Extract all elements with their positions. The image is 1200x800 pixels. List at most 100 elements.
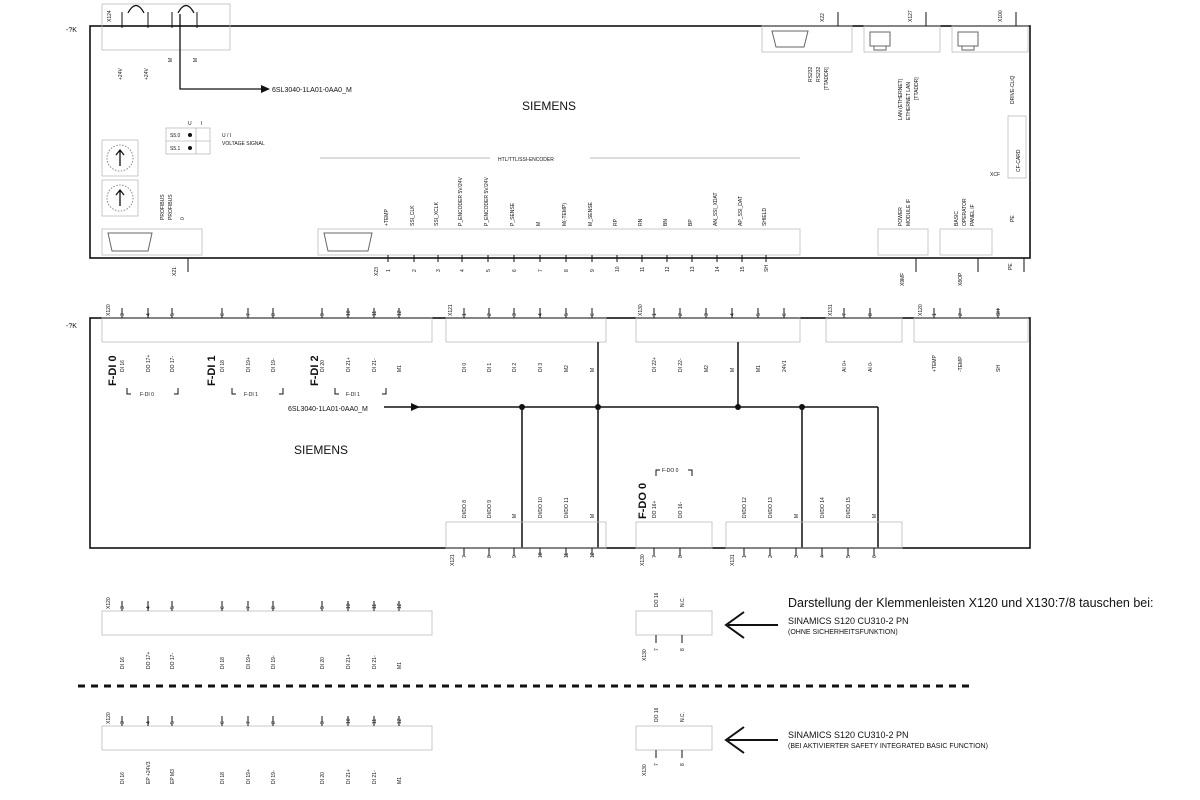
rotary-dial-icon	[106, 144, 134, 172]
terminal-pin-number: 12	[397, 718, 403, 724]
top-unit-part-number: 6SL3040-1LA01-0AA0_M	[272, 87, 352, 94]
terminal-pin-number: 4	[730, 313, 736, 316]
encoder-pin-label: AN_SSI_XDAT	[713, 192, 719, 226]
encoder-pin-number: 14	[715, 266, 721, 272]
terminal-signal-label: M	[590, 368, 596, 372]
terminal-pin-number: 3	[120, 721, 126, 724]
switch-s50-state	[188, 133, 192, 137]
terminal-signal-label: DI 18	[220, 360, 226, 372]
v2-x130-terminal-block	[635, 725, 713, 751]
x100-connector-label: X100	[998, 10, 1004, 22]
variant-2-title: SINAMICS S120 CU310-2 PN	[788, 730, 909, 740]
terminal-pin-number: 12	[397, 603, 403, 609]
signal-label: U / I	[222, 133, 231, 139]
terminal-pin-number: 6	[782, 313, 788, 316]
terminal-pin-number: 8	[271, 313, 277, 316]
rj45-connector-icon	[869, 31, 891, 51]
terminal-pin-number: 12	[590, 552, 596, 558]
x130-bottom-terminal-block	[635, 521, 713, 549]
encoder-pin-number: 10	[615, 266, 621, 272]
terminal-pin-number: 2	[768, 555, 774, 558]
terminal-pin-number: 6	[872, 555, 878, 558]
terminal-pin-number: 10	[346, 718, 352, 724]
terminal-group-name: X121	[448, 304, 454, 316]
fdi-bracket	[334, 388, 387, 395]
terminal-pin-number: 3	[794, 555, 800, 558]
pm-if-label: POWER	[898, 207, 904, 226]
terminal-signal-label: DO 16	[654, 707, 660, 722]
encoder-pin-label: BP	[688, 219, 694, 226]
top-unit-brand: SIEMENS	[522, 99, 576, 113]
terminal-pin-number: 8	[271, 721, 277, 724]
encoder-pin-label: RN	[638, 218, 644, 226]
terminal-pin-number: 6	[590, 313, 596, 316]
terminal-pin-number: 10	[346, 603, 352, 609]
encoder-pin-number: 13	[690, 266, 696, 272]
terminal-pin-number: 3	[120, 313, 126, 316]
encoder-pin-label: P_ENCODER 5V/24V	[484, 176, 490, 226]
supply-label: +24V	[118, 68, 124, 80]
terminal-group-name: X120	[106, 712, 112, 724]
terminal-pin-number: 8	[271, 606, 277, 609]
terminal-pin-number: 3	[120, 606, 126, 609]
part-number-leader	[179, 14, 262, 90]
terminal-signal-label: EP +24V3	[146, 761, 152, 784]
profibus-label: 0	[180, 217, 186, 220]
terminal-signal-label: M1	[756, 365, 762, 372]
power-module-if-port	[877, 228, 929, 256]
terminal-pin-number: 7	[462, 555, 468, 558]
x131-terminal-block	[825, 317, 903, 343]
rotary-dial-icon	[106, 184, 134, 212]
terminal-group-name: X130	[642, 649, 648, 661]
terminal-signal-label: DO 16+	[652, 501, 658, 518]
encoder-pin-number: 15	[740, 266, 746, 272]
terminal-group-name: X131	[730, 554, 736, 566]
terminal-pin-number: 7	[654, 648, 660, 651]
x127-lan-port	[863, 25, 941, 53]
arrow-left-icon	[724, 726, 778, 754]
terminal-group-name: X130	[638, 304, 644, 316]
bop-label: BASIC	[954, 211, 960, 226]
terminal-signal-label: DI 18	[220, 772, 226, 784]
terminal-pin-number: 4	[146, 721, 152, 724]
switch-s51-label: S5.1	[170, 146, 181, 152]
terminal-signal-label: DI 2	[512, 363, 518, 372]
terminal-signal-label: +TEMP	[932, 355, 938, 372]
terminal-signal-label: DI 19+	[246, 769, 252, 784]
x22-rs232-port	[761, 25, 853, 53]
db9-connector-icon	[771, 30, 809, 48]
x100-drive-cliq-port	[951, 25, 1029, 53]
terminal-pin-number: 7	[246, 721, 252, 724]
supply-label: +24V	[144, 68, 150, 80]
encoder-pin-number: 12	[665, 266, 671, 272]
terminal-pin-number: 4	[538, 313, 544, 316]
terminal-pin-number: 7	[652, 555, 658, 558]
rj45-connector-icon	[957, 31, 979, 51]
encoder-pin-label: +TEMP	[384, 209, 390, 226]
terminal-pin-number: 1	[652, 313, 658, 316]
encoder-pin-number: 1	[386, 269, 392, 272]
pm-if-label: MODULE IF	[906, 199, 912, 226]
pe-connector-label: PE	[1008, 263, 1014, 270]
encoder-pin-label: RP	[613, 218, 619, 226]
switch-i-label: I	[201, 121, 202, 127]
top-unit-frame	[89, 25, 1031, 259]
rs232-label: [TTADDR]	[824, 67, 830, 90]
terminal-signal-label: M2	[564, 365, 570, 372]
terminal-signal-label: DO 16-	[678, 502, 684, 518]
encoder-pin-label: P_ENCODER 5V/24V	[458, 176, 464, 226]
terminal-signal-label: DI 21+	[346, 654, 352, 669]
encoder-pin-number: SH	[764, 265, 770, 272]
x21-connector-label: X21	[172, 267, 178, 276]
x124-jumper-2	[177, 4, 195, 14]
terminal-signal-label: AI 0+	[842, 360, 848, 372]
encoder-pin-label: M	[536, 222, 542, 226]
terminal-pin-number: 6	[220, 606, 226, 609]
terminal-signal-label: DI 20	[320, 657, 326, 669]
encoder-pin-label: M_SENSE	[588, 201, 594, 226]
terminal-pin-number: 5	[170, 606, 176, 609]
terminal-signal-label: DI 19-	[271, 655, 277, 669]
